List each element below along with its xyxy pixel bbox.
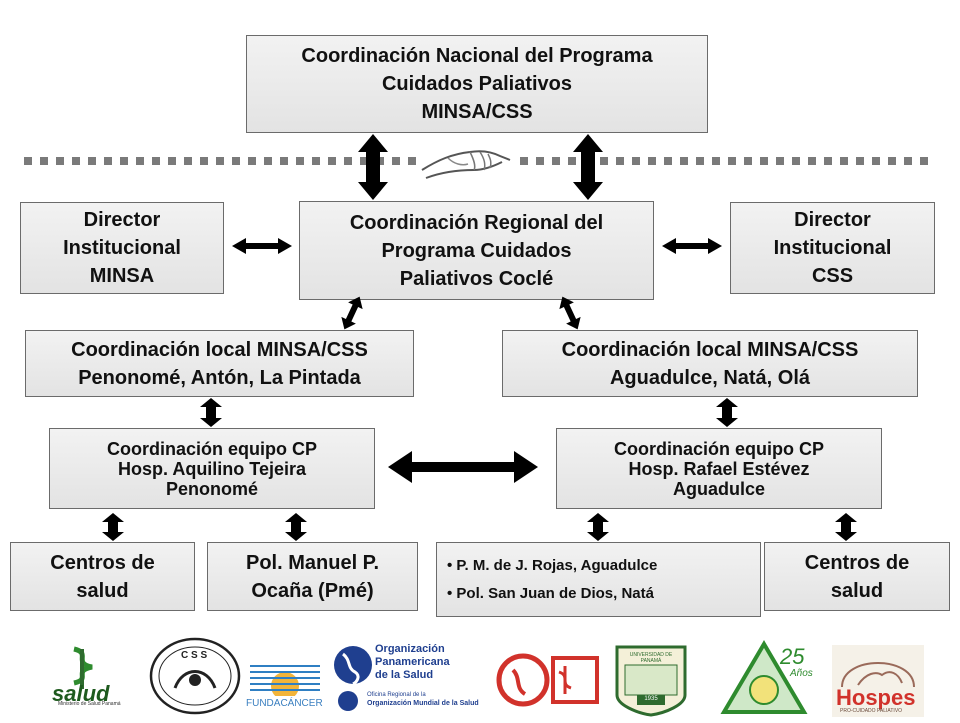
logo-universidad-year: 1935 xyxy=(644,696,658,702)
oms-line-1: Oficina Regional de la xyxy=(367,692,426,698)
arrow-regional-director-css xyxy=(662,238,722,254)
centros-right-line-1: Centros de xyxy=(804,551,910,574)
team-right-line-3: Aguadulce xyxy=(672,478,765,499)
team-left-line-3: Penonomé xyxy=(165,478,258,499)
ops-line-2: Panamericana xyxy=(375,656,450,668)
pol-manuel-box: Pol. Manuel P. Ocaña (Pmé) xyxy=(207,542,418,611)
national-coordination-box: Coordinación Nacional del Programa Cuida… xyxy=(246,35,708,133)
list-item-san-juan-text: Pol. San Juan de Dios, Natá xyxy=(456,584,654,602)
logo-25-word: Años xyxy=(790,668,813,679)
arrow-national-regional-right xyxy=(573,134,603,200)
arrow-team-centros-right xyxy=(835,513,857,541)
logo-medical-faces xyxy=(495,648,601,712)
regional-line-1: Coordinación Regional del xyxy=(349,211,604,234)
logo-salud: salud Ministerio de Salud Panamá xyxy=(52,645,142,707)
centros-salud-left-box: Centros de salud xyxy=(10,542,195,611)
logo-fundacancer-text: FUNDACÁNCER xyxy=(246,698,323,709)
local-coordination-left-box: Coordinación local MINSA/CSS Penonomé, A… xyxy=(25,330,414,397)
arrow-team-centros-left xyxy=(102,513,124,541)
director-minsa-line-1: Director xyxy=(83,209,161,231)
national-line-1: Coordinación Nacional del Programa xyxy=(301,45,653,67)
local-right-line-1: Coordinación local MINSA/CSS xyxy=(561,338,859,361)
team-right-line-1: Coordinación equipo CP xyxy=(614,438,824,459)
arrow-team-team xyxy=(388,451,538,483)
list-item-rojas-text: P. M. de J. Rojas, Aguadulce xyxy=(456,556,658,574)
director-css-line-3: CSS xyxy=(811,265,854,287)
logo-css: C S S xyxy=(147,636,243,716)
logo-fundacancer: FUNDACÁNCER xyxy=(246,656,324,712)
team-right-line-2: Hosp. Rafael Estévez xyxy=(628,458,810,479)
oms-line-2: Organización Mundial de la Salud xyxy=(367,700,479,707)
logo-css-text: C S S xyxy=(181,650,208,661)
arrow-local-team-left xyxy=(200,398,222,427)
team-coordination-left-box: Coordinación equipo CP Hosp. Aquilino Te… xyxy=(49,428,375,509)
director-minsa-box: Director Institucional MINSA xyxy=(20,202,224,294)
team-left-line-2: Hosp. Aquilino Tejeira xyxy=(117,458,306,479)
arrow-national-regional-left xyxy=(358,134,388,200)
local-left-line-2: Penonomé, Antón, La Pintada xyxy=(78,366,361,389)
arrow-team-pol-manuel xyxy=(285,513,307,541)
director-css-box: Director Institucional CSS xyxy=(730,202,935,294)
logo-universidad: UNIVERSIDAD DE PANAMÁ 1935 xyxy=(611,643,691,717)
director-minsa-line-3: MINSA xyxy=(89,265,155,287)
regional-line-3: Paliativos Coclé xyxy=(399,267,554,290)
list-item-san-juan: • Pol. San Juan de Dios, Natá xyxy=(447,584,654,602)
national-line-2: Cuidados Paliativos xyxy=(381,73,573,95)
list-item-rojas: • P. M. de J. Rojas, Aguadulce xyxy=(447,556,658,574)
regional-line-2: Programa Cuidados xyxy=(381,239,572,262)
centros-right-line-2: salud xyxy=(830,579,884,602)
local-left-line-1: Coordinación local MINSA/CSS xyxy=(71,338,368,361)
pol-manuel-line-2: Ocaña (Pmé) xyxy=(251,579,374,602)
arrow-regional-local-left xyxy=(341,296,363,330)
centros-left-line-2: salud xyxy=(76,579,129,602)
director-css-line-1: Director xyxy=(794,209,871,231)
centros-left-line-1: Centros de xyxy=(50,551,155,574)
ops-line-3: de la Salud xyxy=(375,669,434,681)
national-line-3: MINSA/CSS xyxy=(421,101,533,123)
logo-salud-subtext: Ministerio de Salud Panamá xyxy=(58,701,121,707)
arrow-local-team-right xyxy=(716,398,738,427)
logo-25-number: 25 xyxy=(780,644,805,669)
centros-salud-right-box: Centros de salud xyxy=(764,542,950,611)
logo-salud-text: salud xyxy=(52,681,110,706)
arrow-regional-local-right xyxy=(559,296,581,330)
logo-universidad-text: UNIVERSIDAD DE PANAMÁ xyxy=(629,652,673,664)
holding-hands-image xyxy=(418,140,514,186)
policlinics-list-box: • P. M. de J. Rojas, Aguadulce • Pol. Sa… xyxy=(436,542,761,617)
arrow-team-policlinics xyxy=(587,513,609,541)
team-coordination-right-box: Coordinación equipo CP Hosp. Rafael Esté… xyxy=(556,428,882,509)
local-coordination-right-box: Coordinación local MINSA/CSS Aguadulce, … xyxy=(502,330,918,397)
logo-hospes: Hospes PRO-CUIDADO PALIATIVO xyxy=(832,645,924,717)
logo-25-anos: 25 Años xyxy=(718,640,822,718)
logo-hospes-text: Hospes xyxy=(836,685,916,710)
ops-line-1: Organización xyxy=(375,643,445,655)
director-minsa-line-2: Institucional xyxy=(63,237,181,259)
team-left-line-1: Coordinación equipo CP xyxy=(107,438,317,459)
pol-manuel-line-1: Pol. Manuel P. xyxy=(246,551,379,574)
logo-hospes-subtext: PRO-CUIDADO PALIATIVO xyxy=(840,708,903,714)
logo-ops-oms: Organización Panamericana de la Salud Of… xyxy=(333,642,479,712)
director-css-line-2: Institucional xyxy=(773,237,892,259)
arrow-director-minsa-regional xyxy=(232,238,292,254)
regional-coordination-box: Coordinación Regional del Programa Cuida… xyxy=(299,201,654,300)
local-right-line-2: Aguadulce, Natá, Olá xyxy=(609,366,811,389)
